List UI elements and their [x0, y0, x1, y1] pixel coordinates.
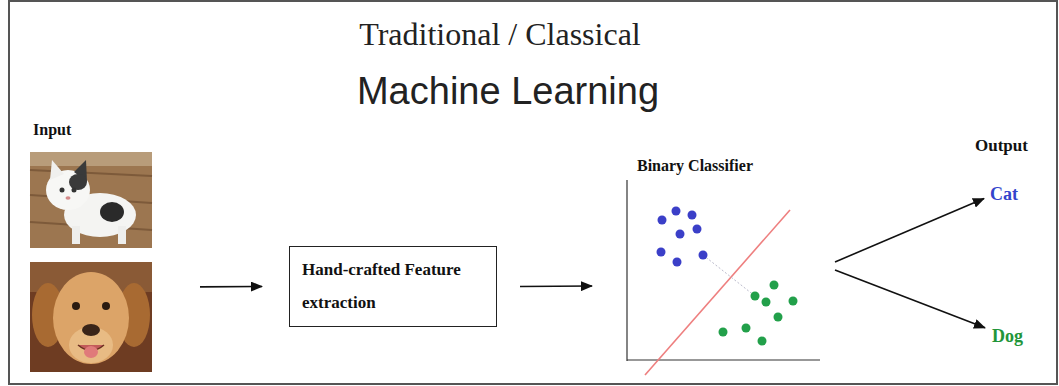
node-text: Hand-crafted Feature extraction — [302, 253, 470, 319]
node-text: Binary Classifier — [637, 156, 835, 176]
title: Traditional / Classical — [0, 16, 1000, 53]
classifier-plot: Binary Classifier — [598, 155, 835, 372]
arrow-connector — [835, 270, 985, 328]
arrow-connector — [200, 286, 262, 288]
output-label: Output — [975, 136, 1028, 156]
dog-photo — [30, 262, 152, 372]
node-text: Input — [33, 120, 165, 140]
cat-photo — [30, 152, 152, 248]
frame — [9, 1, 1057, 384]
node-text: Dog — [992, 325, 1046, 347]
input-group: Input — [28, 120, 165, 374]
output-class: Dog — [990, 323, 1048, 355]
arrow-connector — [835, 199, 984, 262]
subtitle: Machine Learning — [0, 70, 1016, 113]
output-class: Cat — [988, 181, 1046, 213]
arrow-connector — [520, 285, 592, 287]
node-text: Cat — [990, 183, 1044, 205]
scatter-plot — [627, 180, 820, 375]
process-box: Hand-crafted Feature extraction — [289, 246, 497, 327]
